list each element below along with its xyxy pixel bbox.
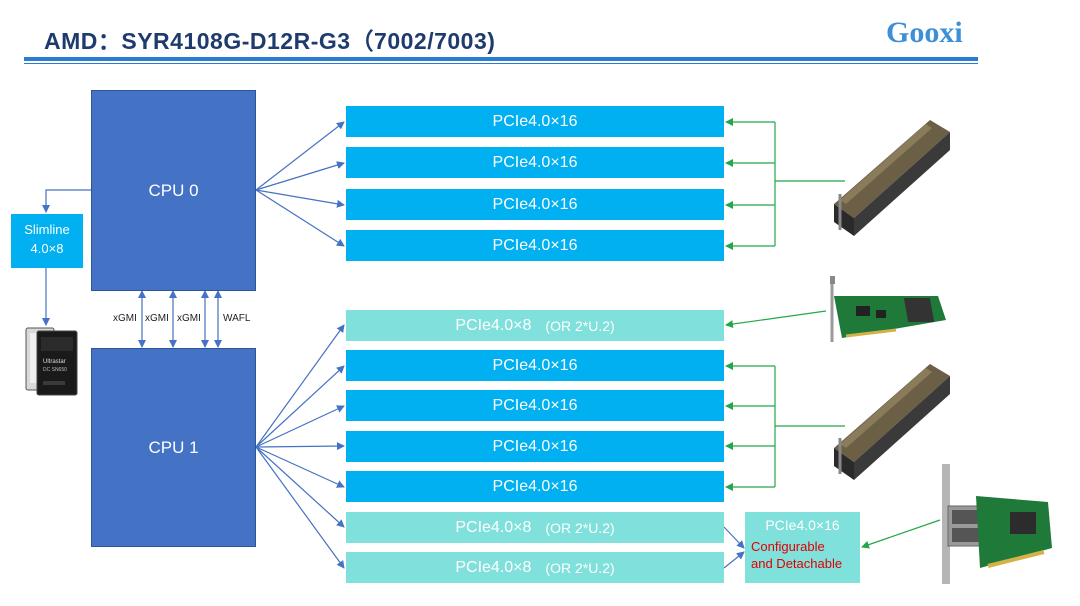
pcie-x16-slot: PCIe4.0×16 [346,147,724,178]
pcie-x8-slot: PCIe4.0×8 (OR 2*U.2) [346,552,724,583]
slot-label: PCIe4.0×8 [455,558,532,576]
brand-logo: Gooxi [886,16,963,49]
header-divider [24,57,978,61]
slot-alt-label: (OR 2*U.2) [545,317,615,334]
slot-alt-label: (OR 2*U.2) [545,519,615,536]
slimline-connector: Slimline 4.0×8 [11,214,83,268]
page-title: AMD：SYR4108G-D12R-G3（7002/7003) [44,28,496,54]
pcie-x16-slot: PCIe4.0×16 [346,230,724,261]
ocp-label: PCIe4.0×16 [765,517,840,533]
wafl-link-label: WAFL [223,313,251,324]
ocp-note: Configurable [751,539,825,554]
pcie-x8-slot: PCIe4.0×8 (OR 2*U.2) [346,512,724,543]
pcie-x16-slot: PCIe4.0×16 [346,189,724,220]
pcie-x16-slot: PCIe4.0×16 [346,390,724,421]
drive-brand: Ultrastar [43,359,66,365]
nvme-ssd-icon: Ultrastar DC SN650 [25,327,78,396]
xgmi-link-label: xGMI [145,313,169,324]
pcie-x16-slot: PCIe4.0×16 [346,431,724,462]
pcie-x16-slot: PCIe4.0×16 [346,471,724,502]
gpu-card-icon [834,120,950,236]
pcie-x16-slot: PCIe4.0×16 [346,350,724,381]
drive-model: DC SN650 [43,367,67,373]
slimline-lanes: 4.0×8 [30,241,64,256]
pcie-x16-slot: PCIe4.0×16 [346,106,724,137]
xgmi-link-label: xGMI [177,313,201,324]
xgmi-link-label: xGMI [113,313,137,324]
cpu-0: CPU 0 [91,90,256,291]
gpu-card-icon [834,364,950,480]
ocp-note: and Detachable [751,556,843,571]
pcie-x8-slot: PCIe4.0×8 (OR 2*U.2) [346,310,724,341]
raid-card-icon [830,276,946,342]
cpu-1: CPU 1 [91,348,256,547]
slot-alt-label: (OR 2*U.2) [545,559,615,576]
network-card-icon [942,464,1052,584]
slimline-label: Slimline [24,222,70,237]
ocp-slot: PCIe4.0×16 Configurable and Detachable [745,512,860,583]
slot-label: PCIe4.0×8 [455,518,532,536]
header-divider-thin [24,63,978,64]
slot-label: PCIe4.0×8 [455,316,532,334]
